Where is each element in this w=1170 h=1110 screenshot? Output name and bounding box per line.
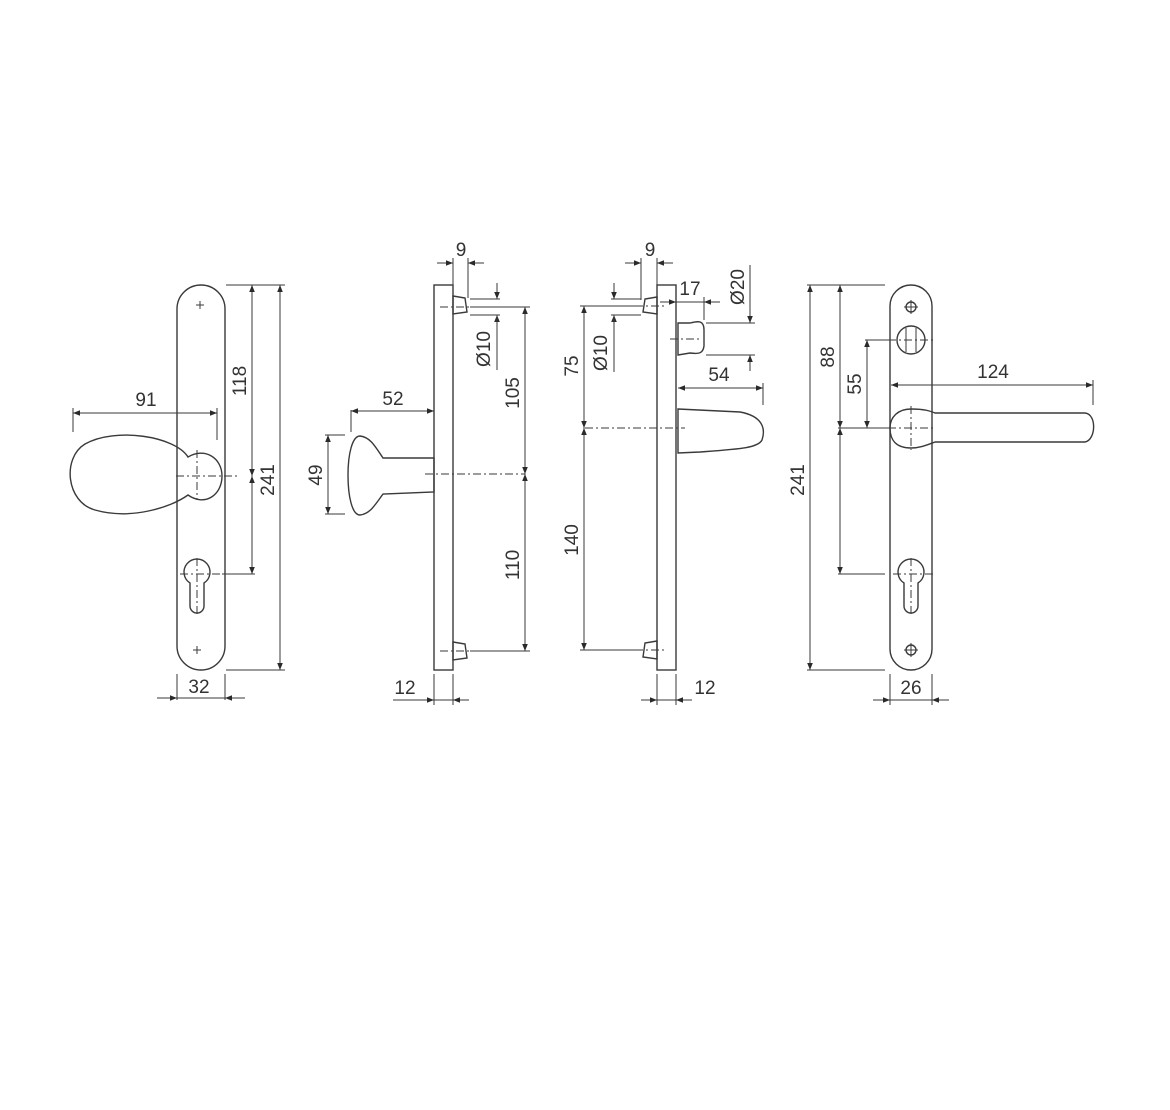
dim-label: 54 <box>708 365 730 386</box>
dim-label: 118 <box>230 366 251 396</box>
screw-icon <box>196 301 204 309</box>
dim-label: 124 <box>977 362 1009 383</box>
backplate-outline <box>176 284 226 671</box>
dim-label: 17 <box>679 279 700 300</box>
dim-label: Ø20 <box>728 269 749 305</box>
knob-shape <box>69 434 223 515</box>
dim-label: 55 <box>845 373 866 394</box>
keyhole-icon <box>893 558 935 615</box>
dim-label: 32 <box>188 677 209 698</box>
dim-label: 110 <box>503 550 524 580</box>
dim-label: 88 <box>818 346 839 367</box>
top-boss <box>452 295 468 315</box>
dim-label: 140 <box>562 524 583 556</box>
dim-label: 105 <box>503 377 524 409</box>
dim-label: 241 <box>258 464 279 496</box>
backplate-side <box>656 284 677 671</box>
screw-icon <box>193 646 201 654</box>
backplate-outline <box>889 284 933 671</box>
keyhole-icon <box>180 558 226 615</box>
dim-label: Ø10 <box>591 335 612 371</box>
backplate-side <box>433 284 454 671</box>
dim-label: 12 <box>694 678 715 699</box>
dim-label: 9 <box>645 240 656 261</box>
dim-label: 52 <box>382 389 403 410</box>
thumb-turn-icon <box>888 325 935 355</box>
lever-front-view: 241 88 55 124 26 <box>788 284 1095 705</box>
dim-label: 241 <box>788 464 809 496</box>
dim-label: 9 <box>456 240 467 261</box>
lever-side-shape <box>677 408 765 454</box>
bottom-boss <box>452 641 468 661</box>
lever-shape <box>889 408 1095 449</box>
screw-icon <box>904 300 918 314</box>
dim-label: 26 <box>900 678 921 699</box>
dim-label: 12 <box>394 678 415 699</box>
dim-label: 91 <box>135 390 156 411</box>
knob-side-shape <box>347 435 435 516</box>
knob-front-view: 91 118 241 32 <box>69 284 285 701</box>
top-boss <box>642 296 658 315</box>
lever-side-view: 9 Ø10 17 Ø20 54 75 140 12 <box>562 240 765 705</box>
dim-label: Ø10 <box>474 331 495 367</box>
screw-icon <box>904 643 918 657</box>
thumb-turn-shape <box>677 321 705 356</box>
dim-label: 49 <box>306 464 327 485</box>
bottom-boss <box>642 640 658 660</box>
knob-side-view: 9 Ø10 105 110 52 49 12 <box>306 240 530 705</box>
dim-label: 75 <box>562 355 583 376</box>
